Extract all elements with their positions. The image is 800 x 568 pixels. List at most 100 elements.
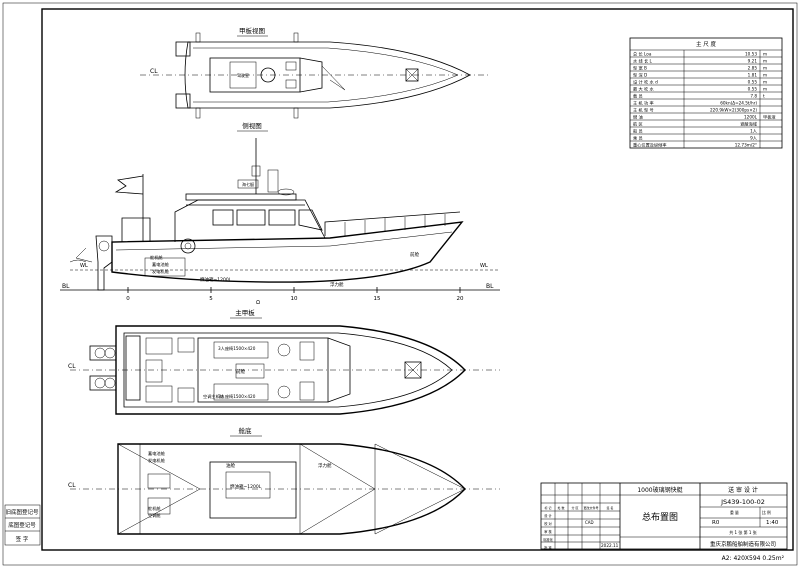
spec-row-name: 航 区: [633, 120, 643, 127]
revision-header: 签 名: [607, 505, 614, 510]
role-row-label: 审 核: [544, 529, 552, 534]
bottom-b3-label: 舵机舱: [148, 505, 161, 512]
profile-wl-fwd: WL: [480, 263, 488, 269]
revision-header: 分 区: [572, 505, 579, 510]
station-15: 15: [374, 296, 381, 302]
bottom-fuel-label: 油舱: [226, 462, 235, 469]
profile-bl-label-fwd: BL: [486, 283, 494, 290]
role-row-label: 校 对: [544, 521, 552, 526]
profile-fwd-label: 前舱: [410, 251, 419, 258]
profile-bl-label: BL: [62, 283, 70, 290]
tb-scale: 1:40: [766, 520, 779, 526]
spec-row-value: 9人: [750, 135, 758, 140]
spec-row-value: 10.53: [745, 51, 757, 56]
margin-box-3: 签 字: [16, 535, 29, 543]
title-block: 标 记处 数分 区更改文件号签 名 设 计校 对审 核标准化批 准 CAD 20…: [540, 482, 788, 562]
spec-row-name: 型 宽 B: [633, 64, 647, 71]
spec-row-unit: t: [763, 93, 765, 98]
margin-boxes: 旧底图登记号 底图登记号 签 字: [4, 504, 41, 546]
station-10: 10: [291, 296, 298, 302]
spec-row-value: 0.55: [748, 86, 758, 91]
spec-row-unit: m: [763, 79, 767, 84]
bottom-float-label: 浮力舱: [318, 462, 332, 469]
bottom-plan: 舱底 CL 油舱 燃油箱~1200L 浮力舱 蓄电池舱 发电机舱 舵机舱 空调舱: [68, 426, 500, 535]
revision-header: 处 数: [558, 505, 565, 510]
revision-header: 标 记: [545, 505, 552, 510]
svg-text:海七艇: 海七艇: [242, 181, 254, 187]
spec-row-value: 0.55: [748, 79, 758, 84]
spec-row-value: 1200L: [744, 114, 758, 119]
deck-other-label: 空调主机舱: [203, 393, 225, 400]
spec-table-title: 主 尺 度: [696, 40, 716, 48]
spec-row-name: 总 长 Loa: [633, 50, 652, 57]
margin-box-2: 底图登记号: [8, 521, 36, 529]
profile-tank-label: 燃油箱~1200L: [200, 276, 232, 283]
tb-paper: A2: 420X594 0.25m²: [722, 555, 785, 562]
spec-row-value: 12.73m/2°: [735, 142, 757, 147]
tb-company: 重庆京鹏船舶制造有限公司: [710, 540, 776, 548]
deck-seats-bottom: 3人座椅1500×420: [218, 393, 256, 400]
spec-row-name: 载 员: [633, 92, 643, 99]
tb-weight-label: 重 量: [730, 510, 739, 515]
station-20: 20: [457, 296, 464, 302]
bottom-title: 舱底: [239, 426, 253, 435]
deck-cl-label: CL: [68, 363, 76, 370]
spec-row-value: 7.8: [750, 93, 757, 98]
spec-row-name: 型 深 D: [633, 71, 647, 78]
bottom-cl-label: CL: [68, 482, 76, 489]
tb-stage-code: R0: [712, 520, 720, 526]
bottom-b1-label: 蓄电池舱: [148, 450, 166, 457]
profile-title: 侧视图: [242, 121, 262, 130]
svg-text:驾驶室: 驾驶室: [237, 72, 249, 78]
spec-row-value: 1.81: [748, 72, 758, 77]
spec-row-name: 船 员: [633, 127, 643, 134]
bottom-tank-label: 燃油箱~1200L: [230, 483, 262, 490]
spec-row-unit: m: [763, 65, 767, 70]
tb-cad: CAD: [585, 520, 594, 525]
profile-flag-label: 舵机舱: [150, 254, 163, 261]
bottom-b2-label: 发电机舱: [148, 457, 166, 464]
profile-float-label: 浮力舱: [330, 281, 344, 288]
main-deck-plan: 主甲板 CL 3人座椅1500×420 3人座椅1500×420: [68, 308, 500, 415]
profile-view: 侧视图 WL WL BL BL 0 5 10 15 20: [60, 121, 500, 306]
tb-drawing-name: 总布置图: [642, 511, 678, 523]
spec-row-name: 燃 油: [633, 113, 643, 120]
bottom-b4-label: 空调舱: [148, 512, 161, 519]
margin-box-1: 旧底图登记号: [5, 508, 39, 516]
spec-row-unit: m: [763, 58, 767, 63]
station-5: 5: [209, 296, 213, 302]
role-row-label: 设 计: [544, 513, 552, 518]
main-deck-title: 主甲板: [235, 308, 255, 317]
spec-row-name: 水 线 长 L: [633, 57, 653, 64]
spec-row-value: 60kn(Δ=24.5t/hr): [720, 100, 757, 105]
deck-engines: [89, 345, 117, 391]
spec-row-unit: m: [763, 72, 767, 77]
spec-row-value: 9.21: [748, 58, 758, 63]
deck-fwd-label: 前舱: [236, 368, 245, 375]
revision-header: 更改文件号: [583, 505, 598, 510]
tb-stage: 送 审 设 计: [728, 486, 758, 494]
deck-seats-top: 3人座椅1500×420: [218, 345, 256, 352]
inner-border: [41, 8, 794, 551]
spec-row-unit: m: [763, 51, 767, 56]
station-ticks: 0 5 10 15 20: [126, 287, 464, 302]
svg-text:Ω: Ω: [256, 300, 260, 306]
tb-sign-date: 2022.11: [601, 543, 619, 548]
role-row-label: 标准化: [543, 537, 553, 542]
spec-row-name: 主 机 型 号: [633, 106, 654, 113]
spec-row-value: 220.9kW×2(300ps×2): [710, 107, 757, 112]
profile-b1-label: 蓄电池舱: [152, 261, 170, 268]
spec-row-value: 1人: [750, 128, 758, 133]
profile-b2-label: 发电机舱: [152, 268, 170, 275]
spec-row-name: 设 计 吃 水 d: [633, 78, 658, 85]
top-deck-view: 甲板视图 CL 驾驶室: [140, 26, 490, 119]
station-0: 0: [126, 296, 130, 302]
spec-row-value: 遮蔽海域: [740, 120, 758, 127]
spec-row-name: 主 机 功 率: [633, 99, 654, 106]
spec-row-unit: m: [763, 86, 767, 91]
